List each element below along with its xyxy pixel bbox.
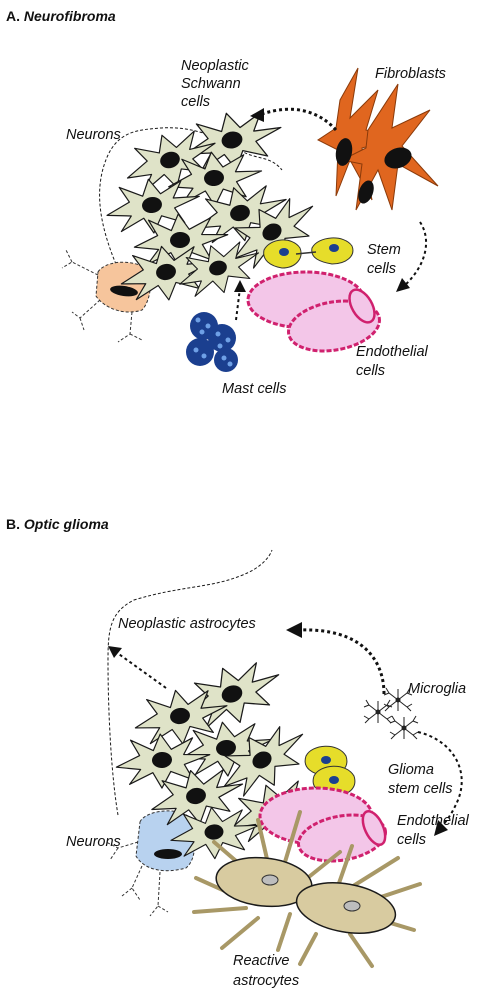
label-neurons-b: Neurons xyxy=(66,834,121,850)
label-schwann-3: cells xyxy=(181,94,210,110)
arrows-a xyxy=(235,107,428,321)
label-neurons-a: Neurons xyxy=(66,127,121,143)
panel-b-diagram: Neoplastic astrocytes Microglia Glioma s… xyxy=(66,549,470,989)
panel-a-title: A. Neurofibroma xyxy=(6,8,116,24)
panel-a-name: Neurofibroma xyxy=(23,8,116,24)
label-schwann-1: Neoplastic xyxy=(181,58,249,74)
label-microglia: Microglia xyxy=(408,681,466,697)
label-endothelial-b-1: Endothelial xyxy=(397,813,470,829)
label-endothelial-b-2: cells xyxy=(397,832,426,848)
reactive-astrocytes xyxy=(215,856,397,934)
panel-b-name: Optic glioma xyxy=(23,516,109,532)
label-stem-1: Stem xyxy=(367,242,401,258)
label-stem-2: cells xyxy=(367,261,396,277)
label-schwann-2: Schwann xyxy=(181,76,241,92)
arrows-b xyxy=(115,628,463,829)
endothelial-cells-b xyxy=(258,786,387,863)
label-mast: Mast cells xyxy=(222,381,286,397)
neuron-b-dendrites xyxy=(105,841,169,917)
label-glioma-1: Glioma xyxy=(388,762,434,778)
arrowhead-a3 xyxy=(234,280,246,292)
label-glioma-2: stem cells xyxy=(388,781,452,797)
neuron-a-dendrites xyxy=(61,249,143,343)
arrowhead-a1 xyxy=(250,108,264,122)
arrowhead-a2 xyxy=(396,278,410,292)
neuron-axon-b xyxy=(107,549,273,816)
label-reactive-2: astrocytes xyxy=(233,973,299,989)
arrowhead-b3 xyxy=(108,646,122,658)
stem-cells-a xyxy=(263,237,354,269)
panel-b-letter: B. xyxy=(6,516,20,532)
mast-cells xyxy=(186,312,238,372)
label-fibroblasts: Fibroblasts xyxy=(375,66,446,82)
label-reactive-1: Reactive xyxy=(233,953,289,969)
arrowhead-b2 xyxy=(434,820,448,836)
panel-a-letter: A. xyxy=(6,8,20,24)
label-endothelial-a-2: cells xyxy=(356,363,385,379)
neuron-axon-a xyxy=(99,127,241,279)
reactive-astrocyte-processes xyxy=(192,810,422,968)
panel-b-title: B. Optic glioma xyxy=(6,516,109,532)
label-endothelial-a-1: Endothelial xyxy=(356,344,429,360)
fibroblasts xyxy=(317,67,439,211)
arrowhead-b1 xyxy=(286,622,302,638)
endothelial-cells-a xyxy=(246,270,381,353)
panel-a-diagram: Neoplastic Schwann cells Fibroblasts Neu… xyxy=(61,58,446,397)
label-neoplastic-astrocytes: Neoplastic astrocytes xyxy=(118,616,256,632)
